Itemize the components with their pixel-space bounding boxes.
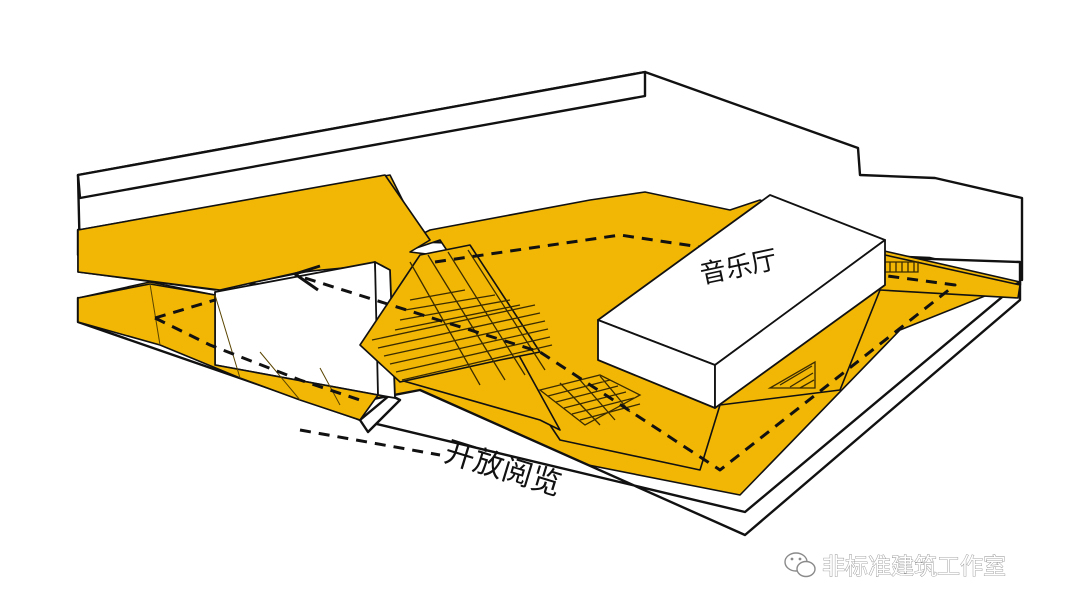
central-stair bbox=[359, 244, 553, 386]
lower-left-floor bbox=[77, 283, 379, 421]
circulation-path bbox=[154, 233, 957, 472]
arrow-head-icon bbox=[293, 264, 321, 292]
wechat-icon bbox=[784, 552, 816, 578]
watermark-text: 非标准建筑工作室 bbox=[822, 554, 1006, 580]
concert-hall-box bbox=[597, 194, 886, 409]
watermark: 非标准建筑工作室 bbox=[784, 552, 1006, 580]
